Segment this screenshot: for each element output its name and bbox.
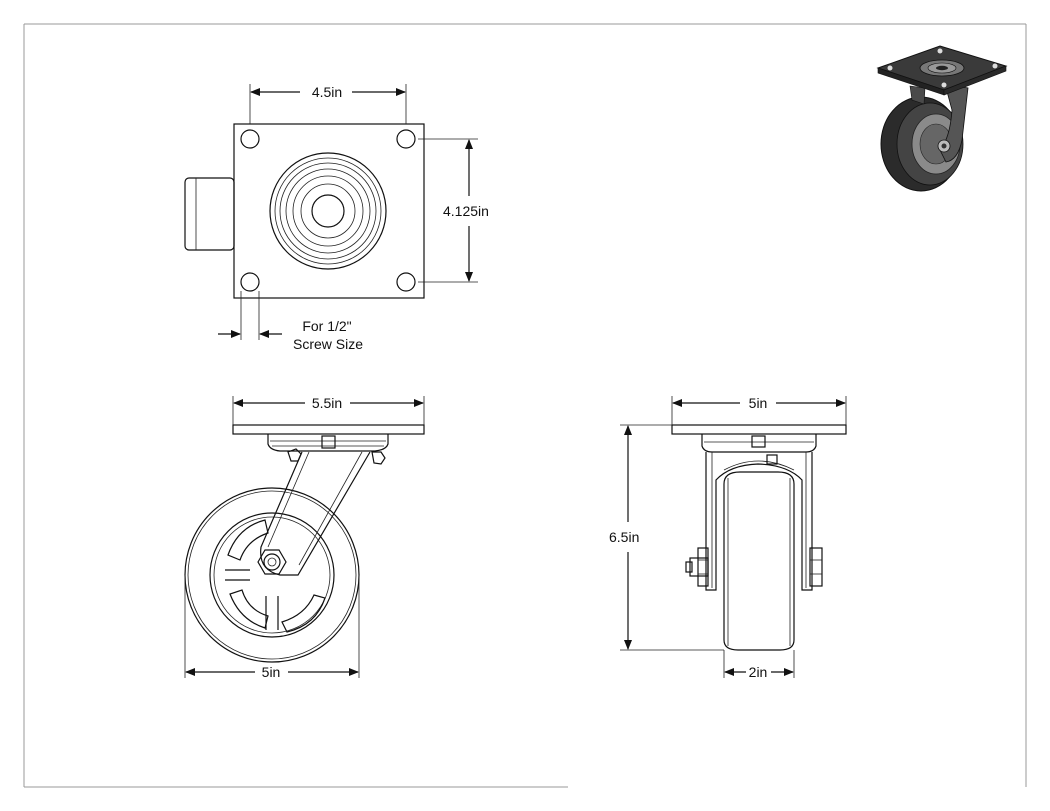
caster-wheel-icon [876,45,1008,192]
screw-note-line1: For 1/2" [302,318,351,334]
side-view: 5.5in 5in [184,395,425,680]
front-plate-width-label: 5in [749,395,768,411]
top-width-dimension-label: 4.5in [312,84,342,100]
front-wheel-width-label: 2in [749,664,768,680]
side-plate-width-label: 5.5in [312,395,342,411]
front-height-dimension-label: 6.5in [609,529,639,545]
drawing-frame [23,23,1027,788]
top-height-dimension-label: 4.125in [443,203,489,219]
top-view: 4.5in 4.125in For 1/2" Screw Size [184,84,489,352]
front-view: 5in 6.5in 2in [609,395,847,680]
screw-note-line2: Screw Size [293,336,363,352]
side-wheel-diameter-label: 5in [262,664,281,680]
